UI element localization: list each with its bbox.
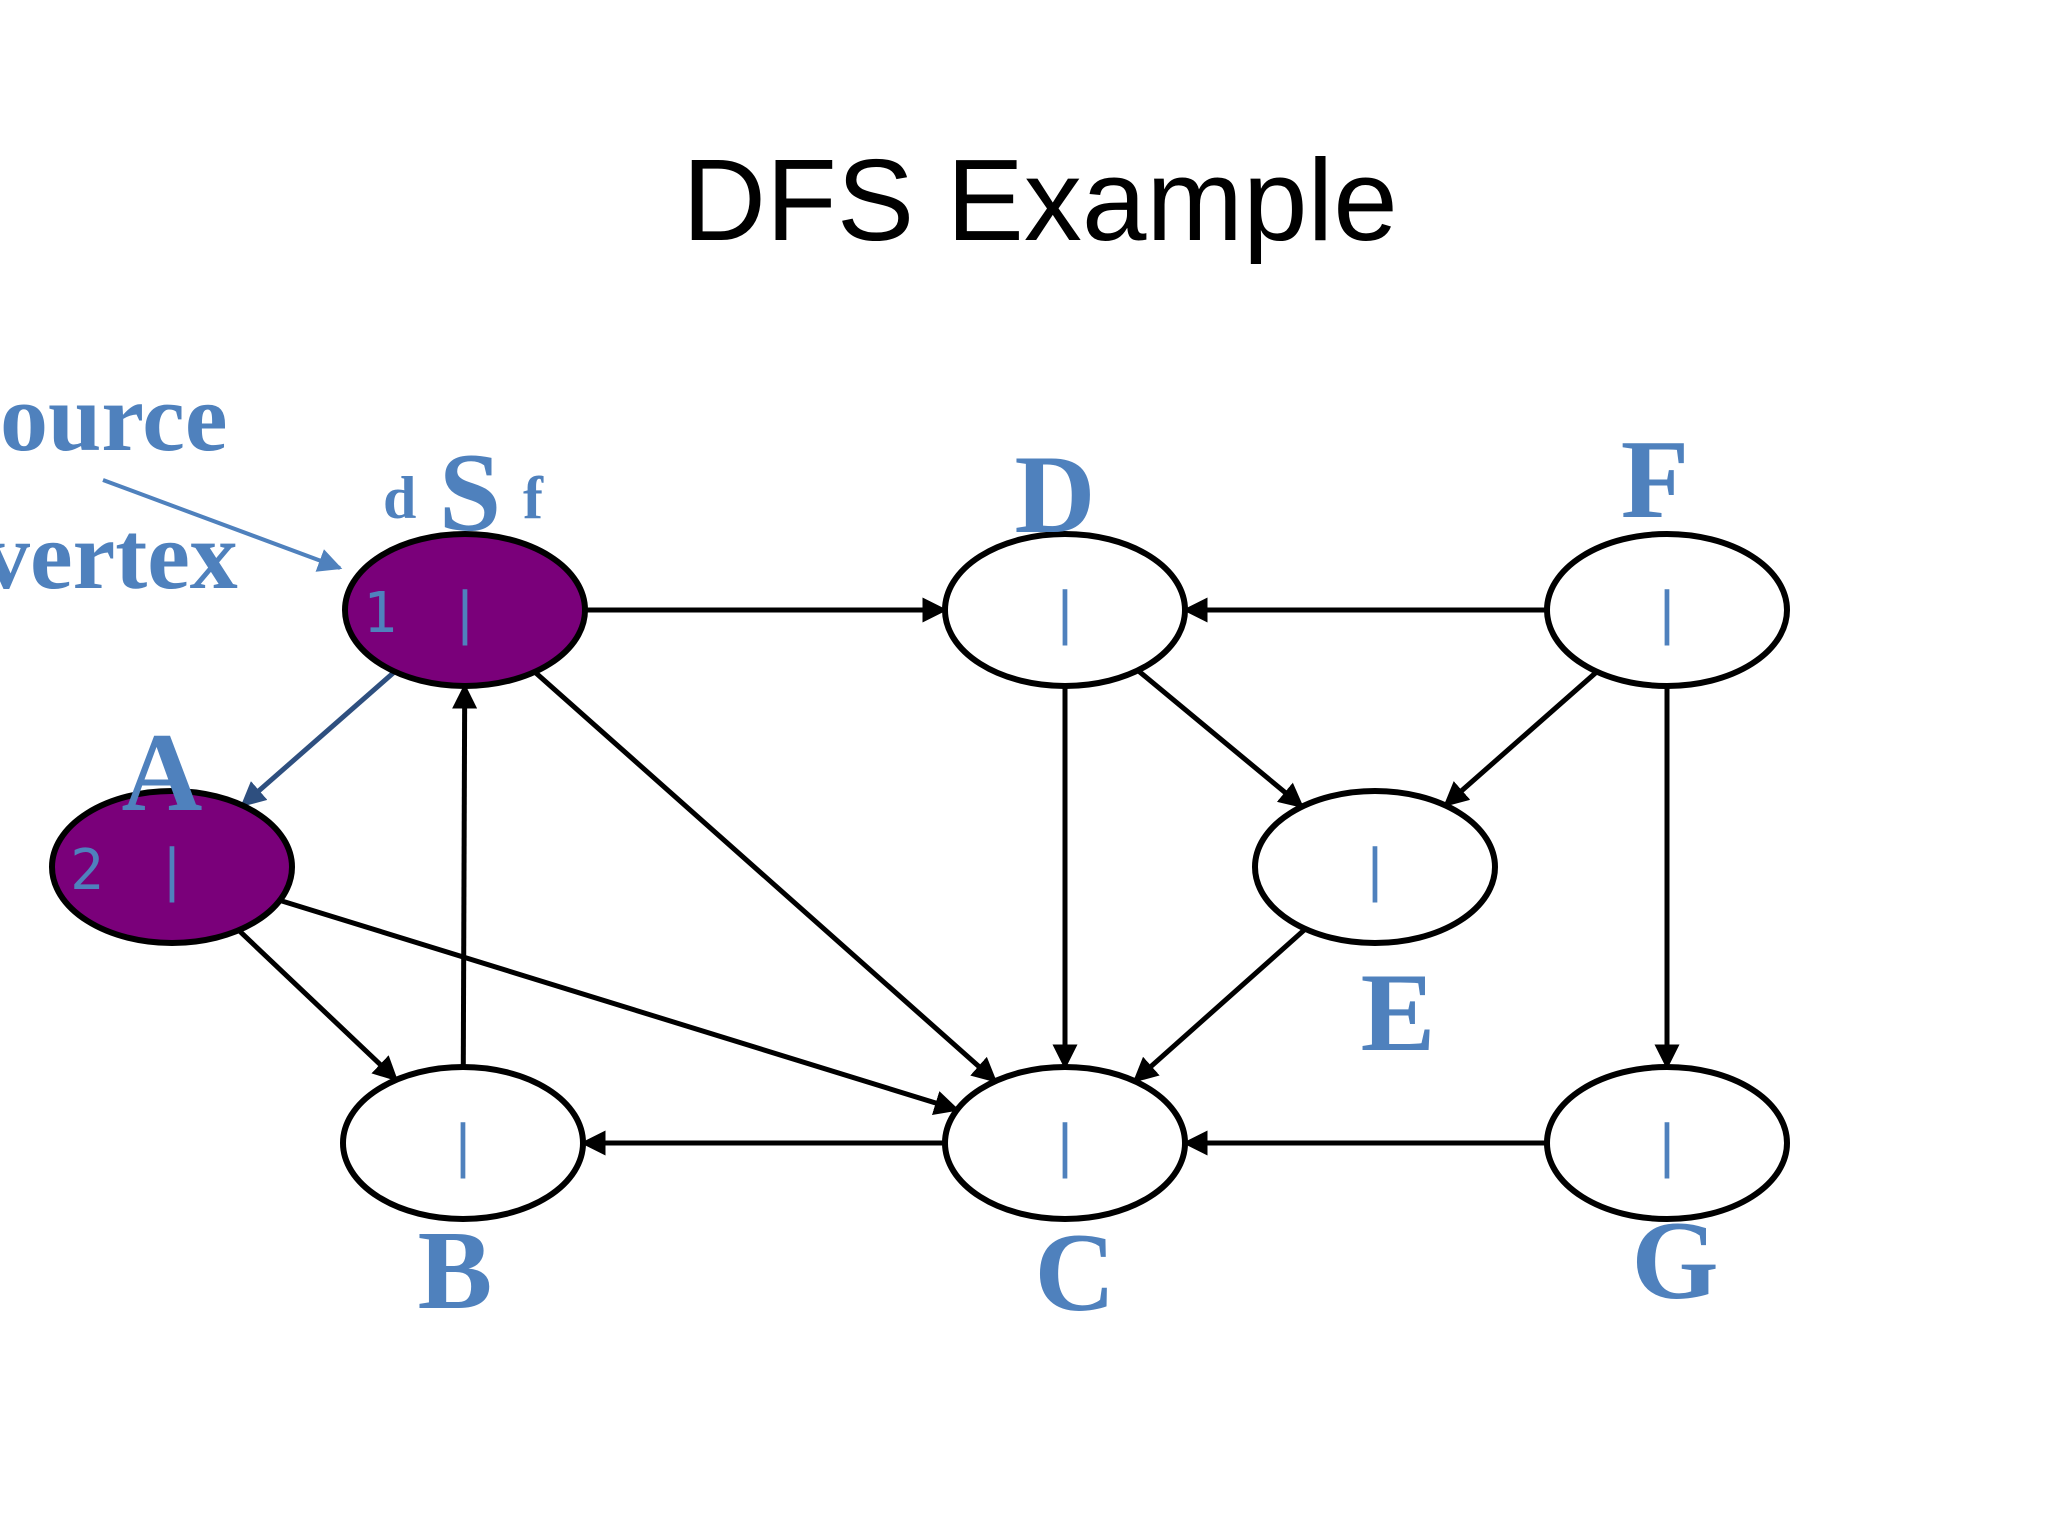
source-pointer-arrow xyxy=(102,478,343,572)
node-g-label: G xyxy=(1631,1199,1718,1323)
edge-b-s xyxy=(452,683,478,1068)
node-g-ellipse xyxy=(1544,1064,1790,1222)
source-d-label: d xyxy=(383,465,416,531)
node-f: |F xyxy=(1544,418,1790,689)
node-e: |E xyxy=(1252,788,1498,1075)
node-e-separator: | xyxy=(1358,838,1392,903)
node-s-discovery-time: 1 xyxy=(363,581,397,646)
edge-s-c xyxy=(533,670,998,1083)
node-d: |D xyxy=(942,433,1188,689)
node-s-label: S xyxy=(439,431,501,555)
node-f-label: F xyxy=(1621,418,1689,542)
node-e-ellipse xyxy=(1252,788,1498,946)
node-b-separator: | xyxy=(446,1114,480,1179)
source-label-line2: vertex xyxy=(0,502,238,609)
node-d-separator: | xyxy=(1048,581,1082,646)
source-label-line1: ource xyxy=(0,364,227,471)
edges-layer xyxy=(236,597,1680,1156)
node-c-label: C xyxy=(1035,1211,1116,1335)
edge-s-a xyxy=(240,669,397,808)
edge-a-b xyxy=(236,928,399,1082)
edge-a-c xyxy=(279,897,960,1115)
node-b-ellipse xyxy=(340,1064,586,1222)
node-e-label: E xyxy=(1361,951,1436,1075)
node-c: |C xyxy=(942,1064,1188,1335)
node-f-ellipse xyxy=(1544,531,1790,689)
node-s-ellipse xyxy=(342,531,588,689)
node-f-separator: | xyxy=(1650,581,1684,646)
node-d-label: D xyxy=(1015,433,1096,557)
node-b-label: B xyxy=(418,1209,493,1333)
node-g-separator: | xyxy=(1650,1114,1684,1179)
node-b: |B xyxy=(340,1064,586,1333)
edge-f-e xyxy=(1443,669,1599,808)
node-a-separator: | xyxy=(155,838,189,903)
nodes-layer: |1S|D|F|2A|E|B|C|G xyxy=(49,418,1790,1335)
edge-d-e xyxy=(1136,668,1305,809)
page-title: DFS Example xyxy=(682,135,1398,265)
node-s-separator: | xyxy=(448,581,482,646)
node-c-separator: | xyxy=(1048,1114,1082,1179)
node-a-label: A xyxy=(122,711,203,835)
edge-e-c xyxy=(1132,927,1308,1083)
node-a-discovery-time: 2 xyxy=(70,838,104,903)
source-f-label: f xyxy=(523,465,544,531)
node-a-ellipse xyxy=(49,788,295,946)
node-s: | 1S xyxy=(342,431,588,689)
source-annotation: ource vertex xyxy=(0,364,343,609)
node-a: | 2A xyxy=(49,711,295,946)
node-g: |G xyxy=(1544,1064,1790,1323)
node-d-ellipse xyxy=(942,531,1188,689)
node-c-ellipse xyxy=(942,1064,1188,1222)
